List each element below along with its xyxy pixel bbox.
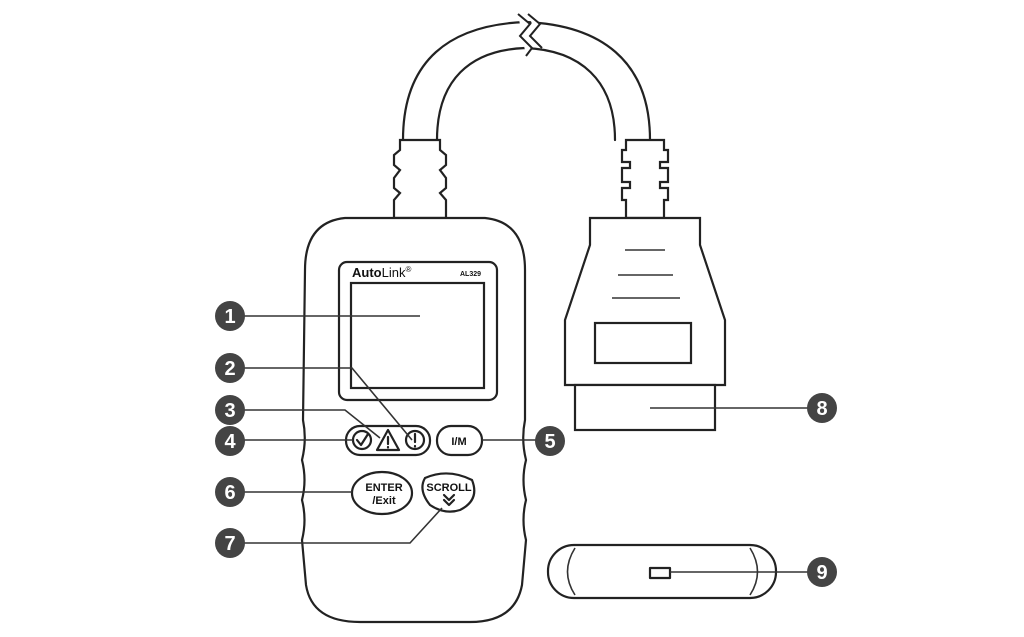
usb-port-icon [648,566,672,580]
enter-exit-button[interactable]: ENTER /Exit [350,470,414,516]
svg-text:3: 3 [224,400,235,422]
svg-text:6: 6 [224,482,235,504]
callout-7: 7 [215,528,245,558]
enter-label: ENTER [365,482,402,494]
callout-9: 9 [807,557,837,587]
exit-label: /Exit [372,495,396,507]
im-button-label: I/M [451,436,466,448]
warning-triangle-icon [375,428,401,452]
callout-8: 8 [807,393,837,423]
scroll-button[interactable]: SCROLL [421,472,476,513]
svg-text:5: 5 [544,431,555,453]
cable [401,13,652,142]
exclamation-circle-icon [404,429,426,451]
svg-text:9: 9 [816,562,827,584]
svg-text:2: 2 [224,358,235,380]
callout-3: 3 [215,395,245,425]
brand-logo: AutoLink® [352,265,411,280]
svg-text:1: 1 [224,306,235,328]
led-indicators [344,424,432,457]
svg-text:7: 7 [224,533,235,555]
double-chevron-down-icon [442,493,456,507]
im-button[interactable]: I/M [435,424,484,457]
scanner-body: AutoLink® AL329 [300,216,528,624]
connector-cap [546,543,778,600]
svg-text:8: 8 [816,398,827,420]
device-strain-relief [392,138,448,220]
scroll-label: SCROLL [426,482,472,494]
svg-text:4: 4 [224,431,236,453]
model-label: AL329 [460,271,481,278]
lcd-screen [349,281,486,390]
callout-5: 5 [535,426,565,456]
callout-4: 4 [215,426,245,456]
callout-1: 1 [215,301,245,331]
obd-connector [563,138,727,432]
callout-2: 2 [215,353,245,383]
callout-6: 6 [215,477,245,507]
